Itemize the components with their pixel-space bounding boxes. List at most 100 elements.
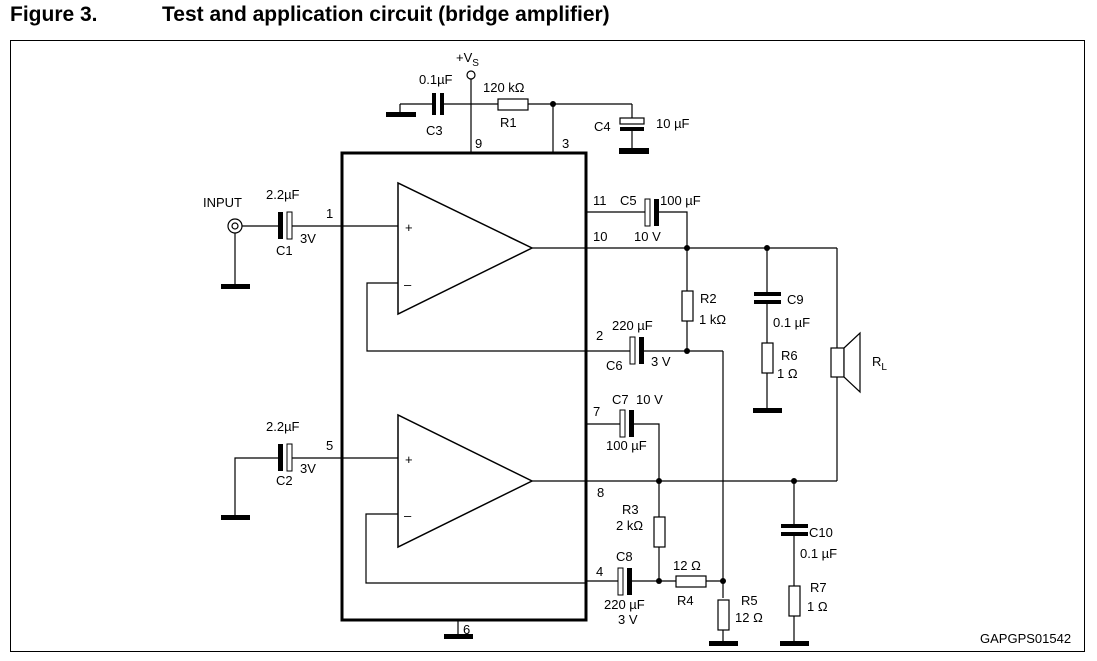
c4-value: 10 µF [656, 116, 690, 131]
wire-fb-lower [365, 513, 586, 584]
opamp-lower [397, 413, 534, 549]
opamp-lower-plus: + [405, 452, 413, 467]
input-label: INPUT [203, 195, 242, 210]
c4-name: C4 [594, 119, 611, 134]
r2-value: 1 kΩ [699, 312, 726, 327]
r2-body [681, 290, 694, 322]
ground-pin6 [444, 634, 473, 639]
pin-4: 4 [596, 564, 603, 579]
c9-name: C9 [787, 292, 804, 307]
vs-label: +VS [456, 50, 479, 69]
node-c6 [684, 348, 690, 354]
pin-6: 6 [463, 622, 470, 637]
vs-terminal [466, 70, 476, 80]
r1-body [497, 98, 529, 111]
opamp-upper [397, 181, 534, 316]
c7-plate-left [619, 409, 626, 438]
c2-voltage: 3V [300, 461, 316, 476]
r7-body [788, 585, 801, 617]
opamp-upper-plus: + [405, 220, 413, 235]
r7-value: 1 Ω [807, 599, 828, 614]
c10-plate-bottom [781, 532, 808, 536]
c6-plate-left [629, 336, 636, 365]
c4-plate-bottom [620, 127, 644, 131]
c5-value: 100 µF [660, 193, 701, 208]
c10-plate-top [781, 524, 808, 528]
r5-body [717, 599, 730, 631]
pin-5: 5 [326, 438, 333, 453]
pin-3: 3 [562, 136, 569, 151]
c3-plate-left [432, 93, 436, 115]
ground-r5 [709, 641, 738, 646]
ic-body [340, 151, 588, 622]
ground-input1 [221, 284, 250, 289]
vs-subscript: S [472, 58, 479, 69]
c7-name: C7 [612, 392, 629, 407]
c1-voltage: 3V [300, 231, 316, 246]
c10-value: 0.1 µF [800, 546, 837, 561]
r2-name: R2 [700, 291, 717, 306]
c6-name: C6 [606, 358, 623, 373]
r3-name: R3 [622, 502, 639, 517]
wire-input2 [234, 457, 278, 516]
c7-plate-right [629, 410, 634, 437]
c9-value: 0.1 µF [773, 315, 810, 330]
ground-r7 [780, 641, 809, 646]
c10-name: C10 [809, 525, 833, 540]
c5-plate-right [654, 199, 659, 226]
r4-body [675, 575, 707, 588]
c7-voltage: 10 V [636, 392, 663, 407]
c9-plate-bottom [754, 300, 781, 304]
input-jack-inner [231, 222, 239, 230]
node-r5 [720, 578, 726, 584]
r3-value: 2 kΩ [616, 518, 643, 533]
opamp-upper-minus: – [404, 277, 412, 292]
c5-voltage: 10 V [634, 229, 661, 244]
c6-plate-right [639, 337, 644, 364]
c8-name: C8 [616, 549, 633, 564]
r6-name: R6 [781, 348, 798, 363]
c1-plate-left [278, 212, 283, 239]
r1-name: R1 [500, 115, 517, 130]
c3-plate-right [440, 93, 444, 115]
ground-c4 [619, 148, 649, 154]
pin-9: 9 [475, 136, 482, 151]
r6-value: 1 Ω [777, 366, 798, 381]
c2-plate-left [278, 444, 283, 471]
r3-body [653, 516, 666, 548]
r7-name: R7 [810, 580, 827, 595]
c8-plate-right [627, 568, 632, 595]
c1-name: C1 [276, 243, 293, 258]
r1-value: 120 kΩ [483, 80, 525, 95]
opamp-lower-minus: – [404, 508, 412, 523]
c6-value: 220 µF [612, 318, 653, 333]
rl-subscript: L [881, 362, 887, 373]
c8-voltage: 3 V [618, 612, 638, 627]
figure-frame [10, 40, 1085, 652]
pin-2: 2 [596, 328, 603, 343]
ground-r6 [753, 408, 782, 413]
c2-plate-right [286, 443, 293, 472]
rl-label: RL [872, 354, 887, 373]
r5-value: 12 Ω [735, 610, 763, 625]
node-c8 [656, 578, 662, 584]
figure-title: Figure 3.Test and application circuit (b… [10, 3, 610, 27]
c6-voltage: 3 V [651, 354, 671, 369]
pin-8: 8 [597, 485, 604, 500]
wire-c7-right [634, 423, 660, 481]
pin-7: 7 [593, 404, 600, 419]
r6-body [761, 342, 774, 374]
c7-value: 100 µF [606, 438, 647, 453]
c2-name: C2 [276, 473, 293, 488]
ground-c3 [386, 112, 416, 117]
vs-text: +V [456, 50, 473, 65]
c4-plate-top [619, 117, 645, 125]
wire-fb-upper [366, 282, 586, 352]
figure-code: GAPGPS01542 [980, 631, 1071, 646]
speaker-cone [843, 331, 861, 394]
c8-value: 220 µF [604, 597, 645, 612]
r5-name: R5 [741, 593, 758, 608]
c1-value: 2.2µF [266, 187, 300, 202]
rl-name: R [872, 354, 881, 369]
